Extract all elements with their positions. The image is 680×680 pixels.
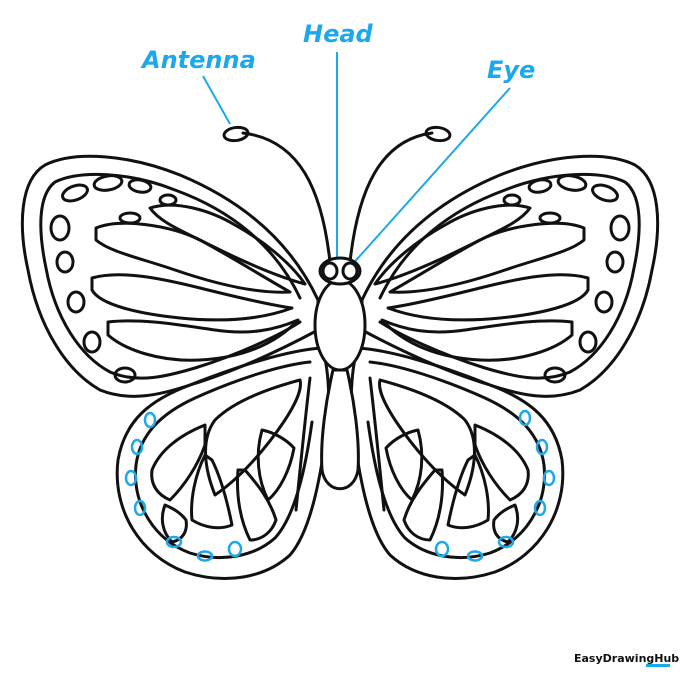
- thorax: [313, 278, 367, 372]
- left-eye: [321, 261, 339, 281]
- watermark-badge: [570, 650, 670, 666]
- right-eye: [341, 261, 359, 281]
- label-head: Head: [303, 20, 374, 48]
- label-antenna: Antenna: [140, 46, 256, 74]
- leader-antenna: [202, 75, 231, 125]
- left-hindwing-cells: [150, 376, 312, 544]
- left-antenna: [241, 131, 332, 264]
- watermark-pencil: [646, 664, 670, 667]
- left-forewing-border: [39, 172, 302, 380]
- watermark-text: EasyDrawingHub.com: [574, 652, 680, 665]
- left-hindwing: [115, 346, 331, 580]
- right-hindwing: [349, 346, 565, 580]
- right-antenna: [348, 131, 434, 264]
- abdomen: [320, 368, 360, 491]
- right-antenna-tip: [424, 125, 452, 143]
- leader-lines: [202, 52, 511, 268]
- leader-eye: [349, 87, 511, 268]
- label-eye: Eye: [487, 56, 535, 84]
- right-forewing-group: [360, 154, 660, 398]
- butterfly: [20, 125, 660, 580]
- hindwing-blue-spots: [124, 409, 556, 562]
- left-antenna-tip: [222, 125, 250, 143]
- left-forewing-spots: [49, 174, 178, 384]
- left-hindwing-border: [134, 360, 314, 560]
- right-hindwing-group: [349, 346, 565, 580]
- left-forewing-cells: [90, 203, 307, 362]
